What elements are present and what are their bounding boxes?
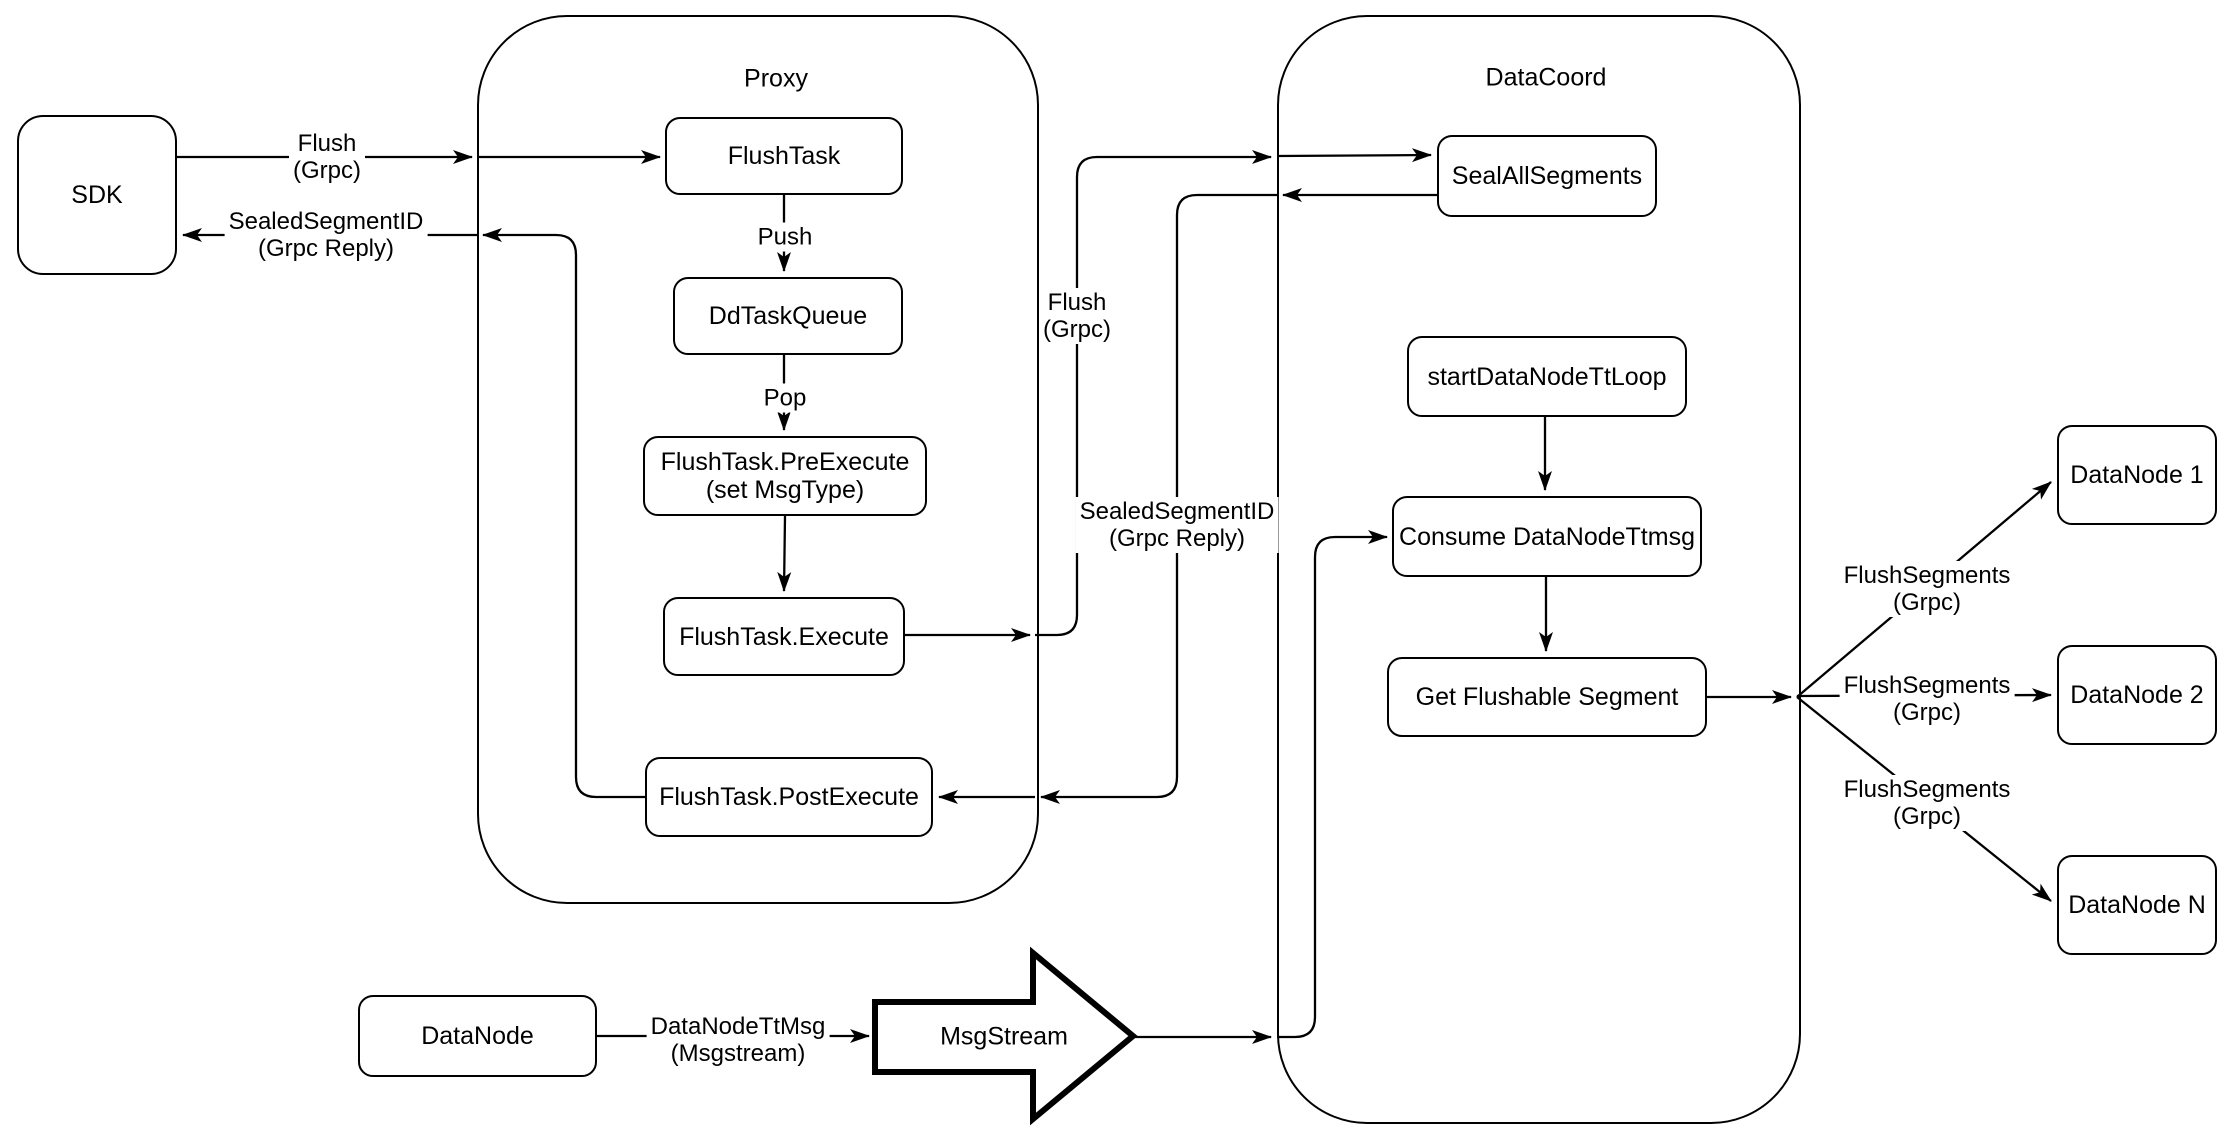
edge-label-flushsegments-3-line2: (Grpc): [1893, 803, 1961, 830]
edge-label-sealedsegmentid-mid: SealedSegmentID (Grpc Reply): [1075, 497, 1279, 553]
edge-label-sealedsegmentid-sdk-line2: (Grpc Reply): [257, 235, 395, 262]
node-preexecute: FlushTask.PreExecute (set MsgType): [643, 436, 927, 516]
edge-datacoord-to-sealallsegments: [1276, 148, 1432, 163]
node-datanode-source: DataNode: [358, 995, 597, 1077]
container-proxy: [477, 15, 1039, 904]
node-flushtask: FlushTask: [665, 117, 903, 195]
node-sealallsegments: SealAllSegments: [1437, 135, 1657, 217]
edge-label-push: Push: [753, 222, 817, 252]
edge-label-flushsegments-2: FlushSegments (Grpc): [1839, 671, 2015, 727]
container-datacoord: [1277, 15, 1801, 1124]
edge-label-datanodettmsg-line2: (Msgstream): [670, 1040, 806, 1067]
node-get-flushable-segment: Get Flushable Segment: [1387, 657, 1707, 737]
node-datanode-1-label: DataNode 1: [2070, 461, 2204, 489]
edge-label-sealedsegmentid-mid-line2: (Grpc Reply): [1108, 525, 1246, 552]
node-ddtaskqueue: DdTaskQueue: [673, 277, 903, 355]
node-consume-datanodettmsg: Consume DataNodeTtmsg: [1392, 496, 1702, 577]
node-datanode-2: DataNode 2: [2057, 645, 2217, 745]
edge-label-flush-sdk-line2: (Grpc): [293, 157, 361, 184]
edge-label-pop: Pop: [759, 383, 811, 413]
node-datanode-2-label: DataNode 2: [2070, 681, 2204, 709]
node-get-flushable-segment-label: Get Flushable Segment: [1415, 683, 1679, 711]
edge-label-datanodettmsg-line1: DataNodeTtMsg: [650, 1013, 826, 1040]
container-proxy-title: Proxy: [740, 64, 812, 94]
edge-reply-to-proxy-edge: [1040, 193, 1277, 804]
node-sealallsegments-label: SealAllSegments: [1451, 162, 1643, 190]
node-datanode-n: DataNode N: [2057, 855, 2217, 955]
node-postexecute-label: FlushTask.PostExecute: [659, 783, 919, 811]
edge-postexecute-to-proxy-edge: [482, 228, 645, 799]
node-startdatanodettloop-label: startDataNodeTtLoop: [1427, 362, 1667, 391]
edge-label-sealedsegmentid-mid-line1: SealedSegmentID: [1079, 498, 1275, 525]
edge-label-flush-sdk: Flush (Grpc): [289, 129, 365, 185]
edge-label-sealedsegmentid-sdk: SealedSegmentID (Grpc Reply): [224, 207, 428, 263]
edge-label-flushsegments-3: FlushSegments (Grpc): [1839, 775, 2015, 831]
container-datacoord-title: DataCoord: [1481, 63, 1611, 93]
msgstream-label: MsgStream: [940, 1022, 1068, 1051]
node-flushtask-label: FlushTask: [727, 142, 841, 170]
msgstream-block-arrow-shape: [872, 946, 1138, 1126]
edge-label-flush-mid: Flush (Grpc): [1039, 288, 1115, 344]
edge-label-flush-sdk-line1: Flush: [297, 130, 357, 157]
edge-preexecute-to-execute: [777, 515, 792, 592]
edge-label-flushsegments-1-line2: (Grpc): [1893, 589, 1961, 616]
node-datanode-source-label: DataNode: [421, 1022, 534, 1050]
node-ddtaskqueue-label: DdTaskQueue: [708, 302, 868, 330]
edge-flush-to-datacoord: [1035, 150, 1272, 637]
node-preexecute-label-line2: (set MsgType): [705, 476, 865, 504]
node-datanode-n-label: DataNode N: [2068, 891, 2206, 919]
node-execute: FlushTask.Execute: [663, 597, 905, 676]
node-preexecute-label-line1: FlushTask.PreExecute: [660, 448, 910, 476]
node-sdk-label: SDK: [71, 181, 123, 209]
node-consume-datanodettmsg-label: Consume DataNodeTtmsg: [1399, 522, 1695, 551]
edge-label-sealedsegmentid-sdk-line1: SealedSegmentID: [228, 208, 424, 235]
edge-label-flushsegments-2-line2: (Grpc): [1893, 699, 1961, 726]
edge-label-push-line1: Push: [757, 223, 813, 251]
node-execute-label: FlushTask.Execute: [679, 622, 889, 651]
edge-label-flushsegments-3-line1: FlushSegments: [1843, 776, 2011, 803]
edge-label-flush-mid-line1: Flush: [1047, 289, 1107, 316]
edge-label-flushsegments-1-line1: FlushSegments: [1843, 562, 2011, 589]
edge-label-datanodettmsg: DataNodeTtMsg (Msgstream): [646, 1012, 830, 1068]
edge-label-flushsegments-2-line1: FlushSegments: [1843, 672, 2011, 699]
edge-label-flush-mid-line2: (Grpc): [1043, 316, 1111, 343]
edge-label-pop-line1: Pop: [763, 384, 807, 412]
node-sdk: SDK: [17, 115, 177, 275]
node-startdatanodettloop: startDataNodeTtLoop: [1407, 336, 1687, 417]
node-datanode-1: DataNode 1: [2057, 425, 2217, 525]
node-postexecute: FlushTask.PostExecute: [645, 757, 933, 837]
edge-label-flushsegments-1: FlushSegments (Grpc): [1839, 561, 2015, 617]
